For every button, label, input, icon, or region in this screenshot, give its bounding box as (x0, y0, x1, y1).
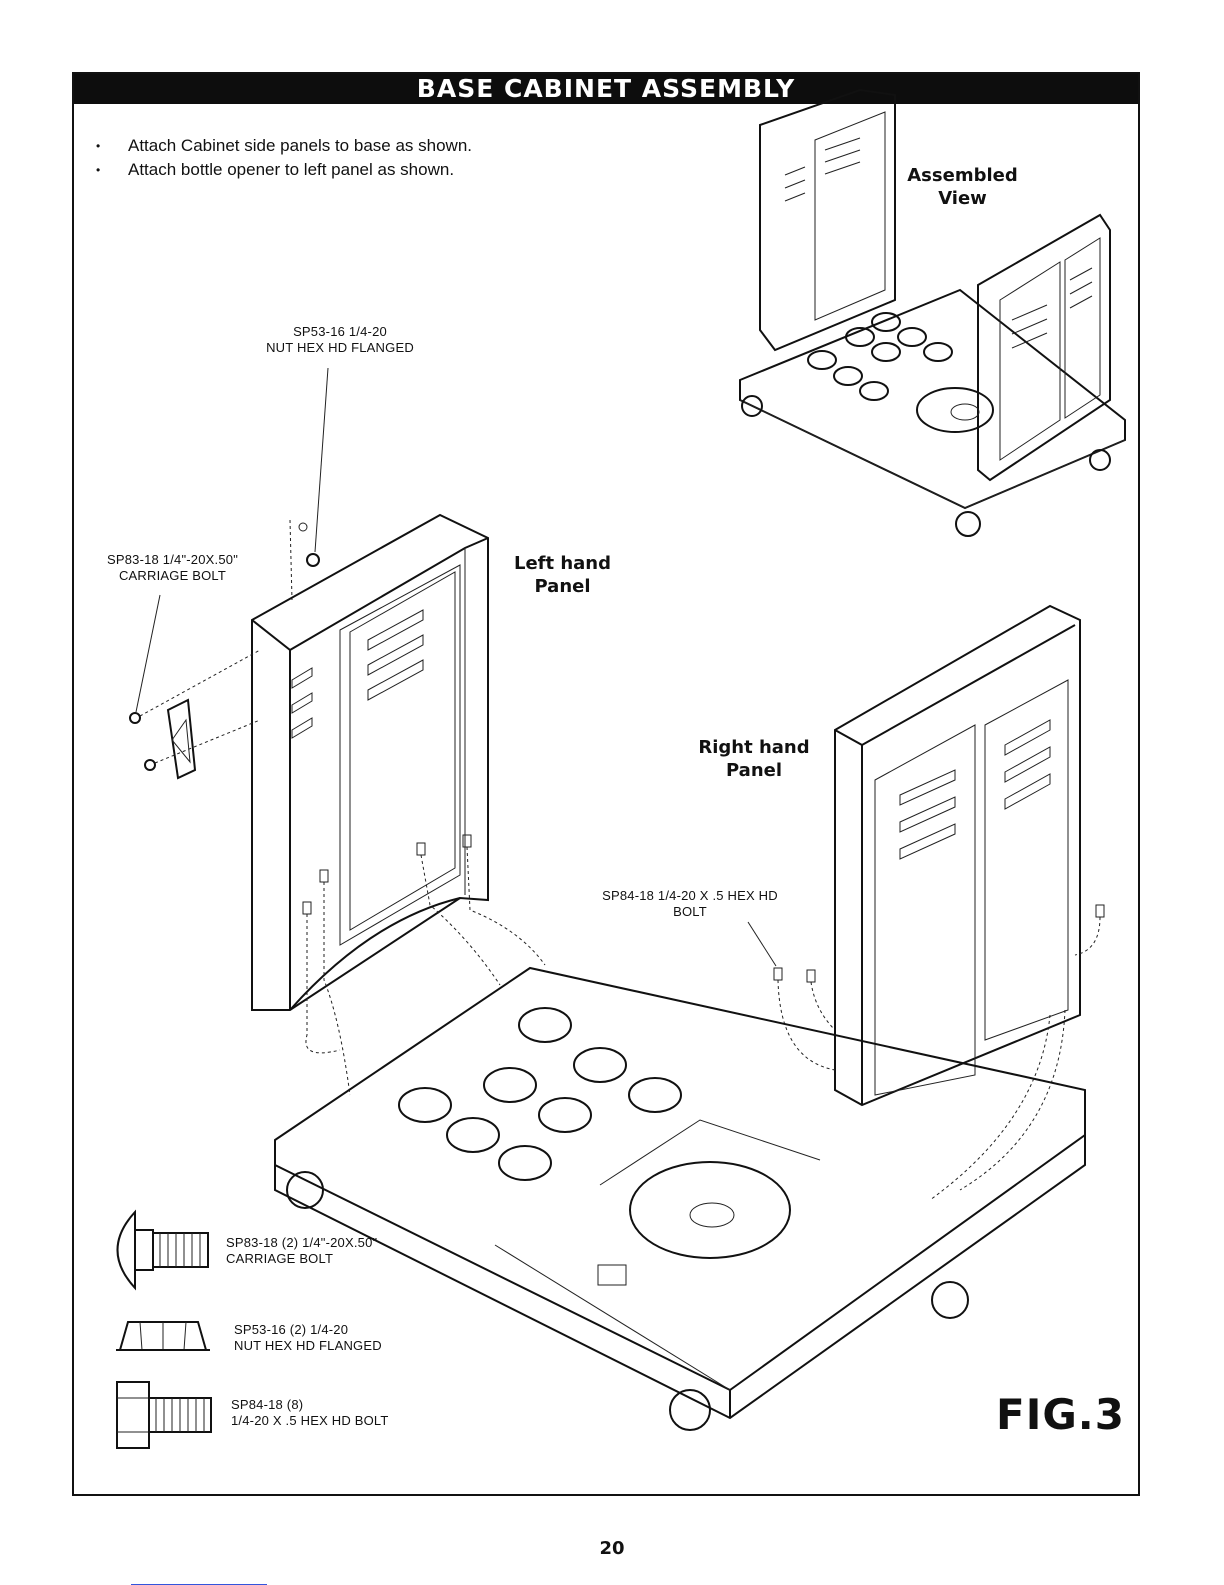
page-title: BASE CABINET ASSEMBLY (74, 74, 1138, 104)
assembled-view-drawing (739, 88, 1126, 537)
legend-item-hex-bolt: SP84-18 (8) 1/4-20 X .5 HEX HD BOLT (231, 1397, 389, 1428)
legend-item-hex-nut: SP53-16 (2) 1/4-20 NUT HEX HD FLANGED (234, 1322, 382, 1353)
hex-nut-icon (116, 1321, 210, 1351)
nut-callout: SP53-16 1/4-20 NUT HEX HD FLANGED (266, 324, 414, 355)
base-drawing (274, 966, 1086, 1431)
hex-bolt-icon (116, 1381, 212, 1449)
page-number: 20 (599, 1538, 625, 1559)
instruction-list: Attach Cabinet side panels to base as sh… (96, 134, 472, 182)
right-panel-drawing (747, 604, 1105, 1201)
carriage-bolt-icon (116, 1209, 209, 1291)
carriage-bolt-callout: SP83-18 1/4"-20X.50" CARRIAGE BOLT (106, 552, 239, 583)
instruction-item: Attach bottle opener to left panel as sh… (96, 158, 472, 182)
page-frame (72, 72, 1140, 1496)
right-panel-label: Right hand Panel (698, 737, 810, 781)
hex-bolt-callout: SP84-18 1/4-20 X .5 HEX HD BOLT (602, 888, 778, 919)
instruction-item: Attach Cabinet side panels to base as sh… (96, 134, 472, 158)
legend-item-carriage-bolt: SP83-18 (2) 1/4"-20X.50" CARRIAGE BOLT (226, 1235, 378, 1266)
assembled-view-label: Assembled View (907, 165, 1018, 209)
left-panel-drawing (129, 367, 546, 1096)
left-panel-label: Left hand Panel (513, 553, 612, 597)
figure-label: FIG.3 (996, 1390, 1125, 1439)
